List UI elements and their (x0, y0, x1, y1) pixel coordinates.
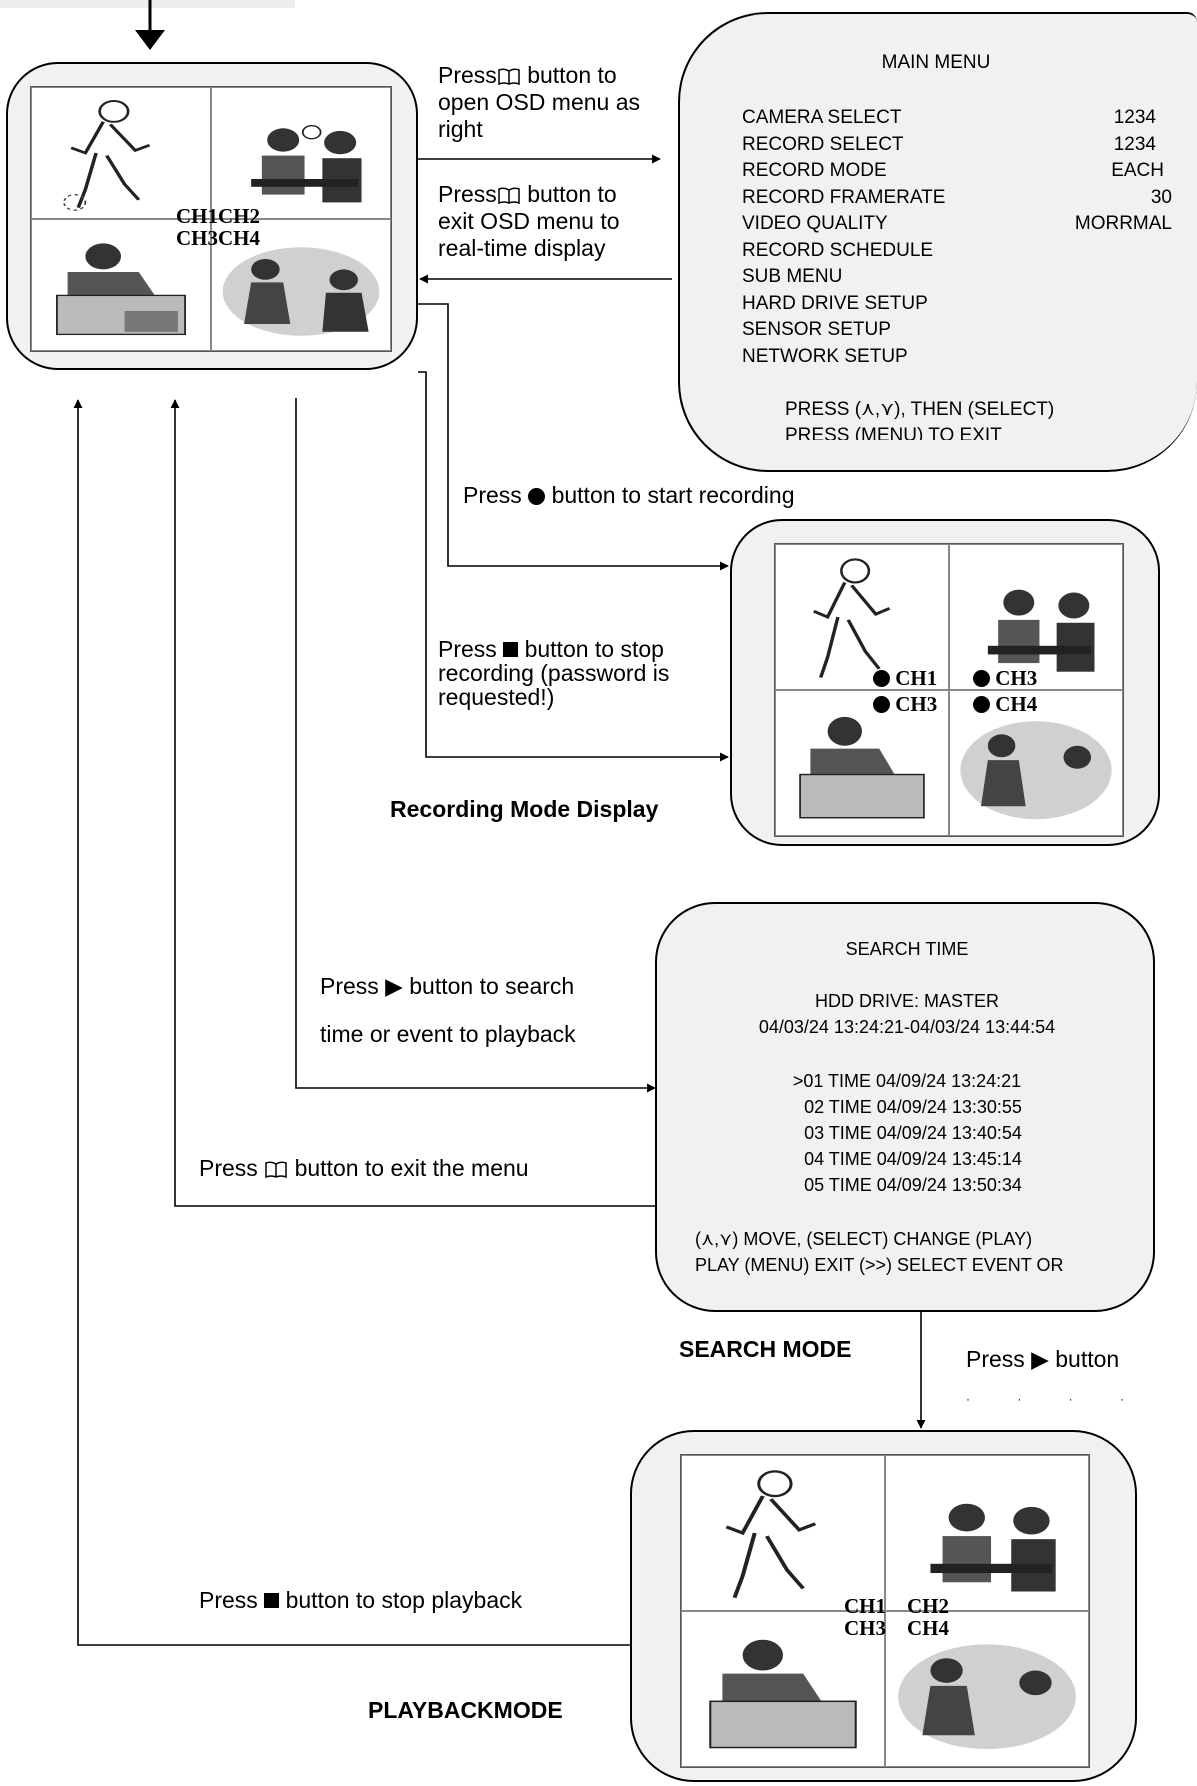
rec-camera-feed-2 (949, 544, 1123, 690)
main-menu-hint-1: PRESS (⋏,⋎), THEN (SELECT) (785, 399, 1055, 420)
search-entry-01[interactable]: >01 TIME 04/09/24 13:24:21 (792, 1071, 1022, 1091)
camera-feed-2 (211, 87, 391, 219)
pb-channel-labels: CH1 CH2 CH3 CH4 (844, 1594, 949, 1640)
pb-camera-feed-3 (681, 1611, 885, 1767)
label-open-osd: Press button to open OSD menu as right (438, 62, 641, 142)
stop-icon (264, 1593, 280, 1608)
rec-channel-ch3a: CH3 (973, 668, 1037, 689)
search-help-1: (⋏,⋎) MOVE, (SELECT) CHANGE (PLAY) (695, 1229, 1033, 1249)
label-press-button: Press ▶ button (966, 1346, 1120, 1372)
trailing-dots: · · · · (966, 1392, 1146, 1406)
arrow-search (295, 398, 656, 1093)
book-icon (498, 68, 520, 86)
search-drive: HDD DRIVE: MASTER (814, 991, 1000, 1011)
live-display-screen: CH1CH2 CH3CH4 (30, 86, 392, 352)
stop-icon (503, 642, 519, 657)
rec-camera-feed-3 (775, 690, 949, 836)
search-entry-list: >01 TIME 04/09/24 13:24:21 02 TIME 04/09… (657, 1068, 1157, 1198)
record-icon (528, 488, 546, 505)
recording-display-screen: CH1 CH3 CH3 CH4 (774, 543, 1124, 837)
search-help-2: PLAY (MENU) EXIT (>>) SELECT EVENT OR (695, 1255, 1064, 1275)
label-stop-playback: Press button to stop playback (199, 1587, 523, 1613)
menu-item-network-setup[interactable]: NETWORK SETUP (742, 345, 908, 367)
rec-camera-feed-1 (775, 544, 949, 690)
rec-camera-feed-4 (949, 690, 1123, 836)
arrow-stop-playback (73, 399, 630, 1646)
recording-display-box: CH1 CH3 CH3 CH4 (730, 519, 1160, 846)
pb-camera-feed-1 (681, 1455, 885, 1611)
label-stop-recording: Press button to stop recording (password… (438, 636, 670, 710)
playback-display-screen: CH1 CH2 CH3 CH4 (680, 1454, 1090, 1768)
label-start-recording: Press button to start recording (463, 482, 795, 508)
pb-camera-feed-2 (885, 1455, 1089, 1611)
camera-feed-3 (31, 219, 211, 351)
rec-channel-ch3b: CH3 (873, 694, 937, 715)
live-channel-labels: CH1CH2 CH3CH4 (176, 204, 260, 250)
pb-camera-feed-4 (885, 1611, 1089, 1767)
arrow-exit-menu (170, 399, 655, 1207)
search-mode-title: SEARCH MODE (679, 1336, 852, 1362)
label-exit-menu: Press button to exit the menu (199, 1155, 529, 1181)
menu-item-hard-drive-setup[interactable]: HARD DRIVE SETUP (742, 292, 928, 314)
book-icon (265, 1161, 287, 1179)
live-display-box: CH1CH2 CH3CH4 (6, 62, 418, 370)
playback-mode-title: PLAYBACKMODE (368, 1697, 563, 1723)
record-dot-icon (873, 670, 890, 687)
search-entry-03[interactable]: 03 TIME 04/09/24 13:40:54 (804, 1123, 1022, 1143)
play-icon: ▶ (1024, 1346, 1056, 1372)
rec-channel-ch1: CH1 (873, 668, 937, 689)
search-time-box: SEARCH TIME HDD DRIVE: MASTER 04/03/24 1… (655, 902, 1155, 1312)
search-entry-05[interactable]: 05 TIME 04/09/24 13:50:34 (804, 1175, 1022, 1195)
rec-channel-ch4: CH4 (973, 694, 1037, 715)
menu-item-sub-menu[interactable]: SUB MENU (742, 266, 843, 287)
recording-mode-title: Recording Mode Display (390, 796, 659, 822)
menu-item-record-schedule[interactable]: RECORD SCHEDULE (742, 239, 934, 261)
label-exit-osd: Press button to exit OSD menu to real-ti… (438, 181, 620, 261)
menu-item-sensor-setup[interactable]: SENSOR SETUP (742, 319, 891, 340)
arrow-stop-recording (418, 371, 729, 762)
play-icon: ▶ (378, 973, 410, 999)
arrow-start-recording (418, 303, 729, 571)
playback-display-box: CH1 CH2 CH3 CH4 (630, 1430, 1137, 1782)
search-entry-04[interactable]: 04 TIME 04/09/24 13:45:14 (804, 1149, 1022, 1169)
record-dot-icon (973, 670, 990, 687)
search-range: 04/03/24 13:24:21-04/03/24 13:44:54 (758, 1017, 1056, 1037)
camera-feed-1 (31, 87, 211, 219)
record-dot-icon (873, 696, 890, 713)
record-dot-icon (973, 696, 990, 713)
main-menu-title: MAIN MENU (881, 52, 991, 73)
camera-feed-4 (211, 219, 391, 351)
search-title: SEARCH TIME (845, 939, 969, 959)
label-search-playback: Press ▶ button to search time or event t… (320, 973, 576, 1047)
search-entry-02[interactable]: 02 TIME 04/09/24 13:30:55 (804, 1097, 1022, 1117)
main-menu-hint-2: PRESS (MENU) TO EXIT (785, 425, 1002, 440)
book-icon (498, 187, 520, 205)
